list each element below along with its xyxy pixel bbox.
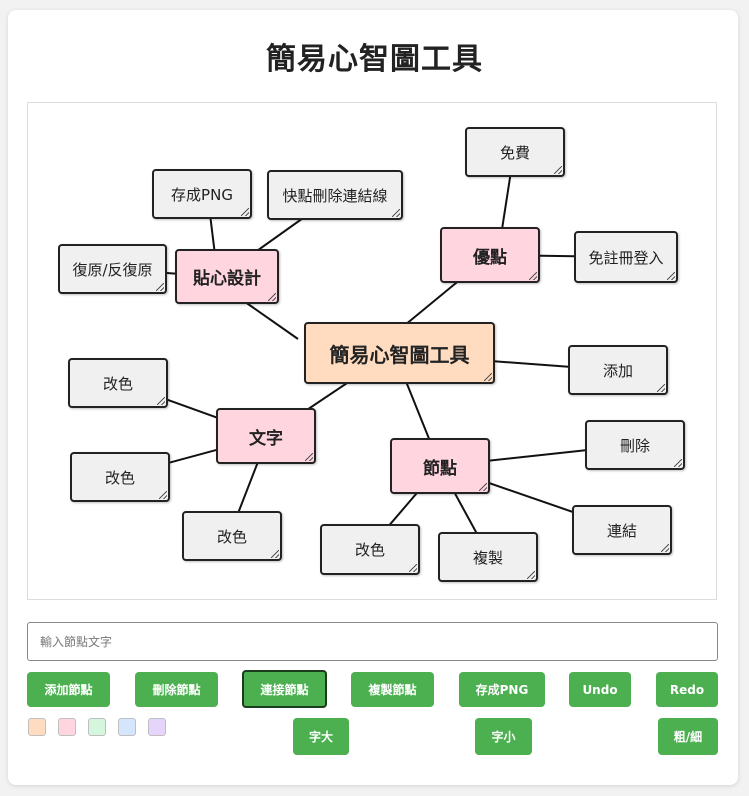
color-swatch-blue[interactable] — [118, 718, 136, 736]
node-node[interactable]: 節點 — [390, 438, 490, 494]
color-swatch-peach[interactable] — [28, 718, 46, 736]
node-sticky[interactable]: 貼心設計 — [175, 249, 279, 304]
font-bigger-button[interactable]: 字大 — [293, 718, 349, 755]
color-swatch-pink[interactable] — [58, 718, 76, 736]
node-text-input[interactable] — [27, 622, 718, 661]
node-add[interactable]: 添加 — [568, 345, 668, 395]
mindmap-canvas[interactable]: 簡易心智圖工具 貼心設計 優點 文字 節點 存成PNG 快點刪除連結線 復原/反… — [27, 102, 717, 600]
node-color-2[interactable]: 改色 — [70, 452, 170, 502]
redo-button[interactable]: Redo — [656, 672, 718, 707]
node-copy[interactable]: 複製 — [438, 532, 538, 582]
node-color-1[interactable]: 改色 — [68, 358, 168, 408]
connect-node-button[interactable]: 連接節點 — [242, 670, 327, 708]
node-advantage[interactable]: 優點 — [440, 227, 540, 283]
delete-node-button[interactable]: 刪除節點 — [135, 672, 218, 707]
add-node-button[interactable]: 添加節點 — [27, 672, 110, 707]
node-delete[interactable]: 刪除 — [585, 420, 685, 470]
font-smaller-button[interactable]: 字小 — [475, 718, 532, 755]
color-swatch-green[interactable] — [88, 718, 106, 736]
node-quick-delete[interactable]: 快點刪除連結線 — [267, 170, 403, 220]
save-png-button[interactable]: 存成PNG — [459, 672, 545, 707]
node-connect[interactable]: 連結 — [572, 505, 672, 555]
undo-button[interactable]: Undo — [569, 672, 631, 707]
page-title: 簡易心智圖工具 — [266, 42, 483, 77]
bold-toggle-button[interactable]: 粗/細 — [658, 718, 718, 755]
node-undo-redo[interactable]: 復原/反復原 — [58, 244, 167, 294]
node-color-3[interactable]: 改色 — [182, 511, 282, 561]
node-no-register[interactable]: 免註冊登入 — [574, 231, 678, 283]
copy-node-button[interactable]: 複製節點 — [351, 672, 434, 707]
node-center[interactable]: 簡易心智圖工具 — [304, 322, 495, 384]
node-free[interactable]: 免費 — [465, 127, 565, 177]
color-swatch-purple[interactable] — [148, 718, 166, 736]
node-save-png[interactable]: 存成PNG — [152, 169, 252, 219]
node-text[interactable]: 文字 — [216, 408, 316, 464]
node-color-4[interactable]: 改色 — [320, 524, 420, 575]
